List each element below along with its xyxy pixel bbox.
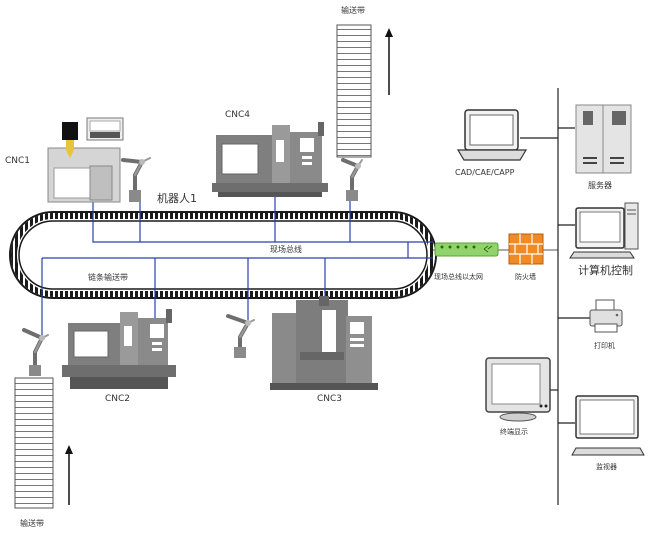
server-icon — [575, 104, 632, 174]
cnc3-label: CNC3 — [317, 394, 343, 404]
chain-conveyor — [9, 211, 437, 299]
monitor-icon — [571, 395, 645, 456]
backbone-lines — [520, 88, 590, 505]
ethernet-switch-label: 现场总线以太网 — [434, 273, 483, 281]
conveyor-top-label: 输送带 — [341, 6, 365, 15]
cnc4-label: CNC4 — [225, 110, 251, 120]
terminal-label: 终端显示 — [500, 428, 528, 436]
printer-label: 打印机 — [594, 342, 615, 350]
monitor-label: 监视器 — [596, 463, 617, 471]
cnc4-machine — [212, 122, 328, 197]
cnc1-machine — [47, 117, 124, 203]
firewall-label: 防火墙 — [515, 273, 536, 281]
ethernet-switch-icon — [434, 242, 499, 257]
printer-icon — [589, 299, 623, 333]
cnc2-machine — [62, 309, 176, 389]
control-computer-icon — [569, 202, 639, 259]
conveyor-top-arrow — [385, 28, 393, 95]
robot-middle-arm — [226, 314, 255, 358]
cnc3-machine — [270, 296, 378, 390]
robot-top-right-arm — [341, 158, 363, 201]
conveyor-top — [336, 24, 372, 158]
conveyor-bottom-label: 输送带 — [20, 519, 44, 528]
chain-conveyor-label: 链条输送带 — [88, 273, 128, 282]
cad-laptop-icon — [456, 109, 528, 161]
cad-label: CAD/CAE/CAPP — [455, 168, 515, 177]
terminal-display-icon — [485, 357, 551, 422]
conveyor-bottom-arrow — [65, 445, 73, 505]
conveyor-bottom — [14, 377, 54, 509]
robot1-arm — [121, 157, 151, 202]
server-label: 服务器 — [588, 181, 612, 190]
cnc1-label: CNC1 — [5, 156, 31, 166]
firewall-icon — [508, 233, 544, 265]
robot-bottom-left-arm — [22, 328, 49, 376]
computer-control-label: 计算机控制 — [578, 264, 633, 277]
fieldbus-label: 现场总线 — [270, 245, 302, 254]
robot1-label: 机器人1 — [157, 192, 197, 205]
cnc2-label: CNC2 — [105, 394, 131, 404]
